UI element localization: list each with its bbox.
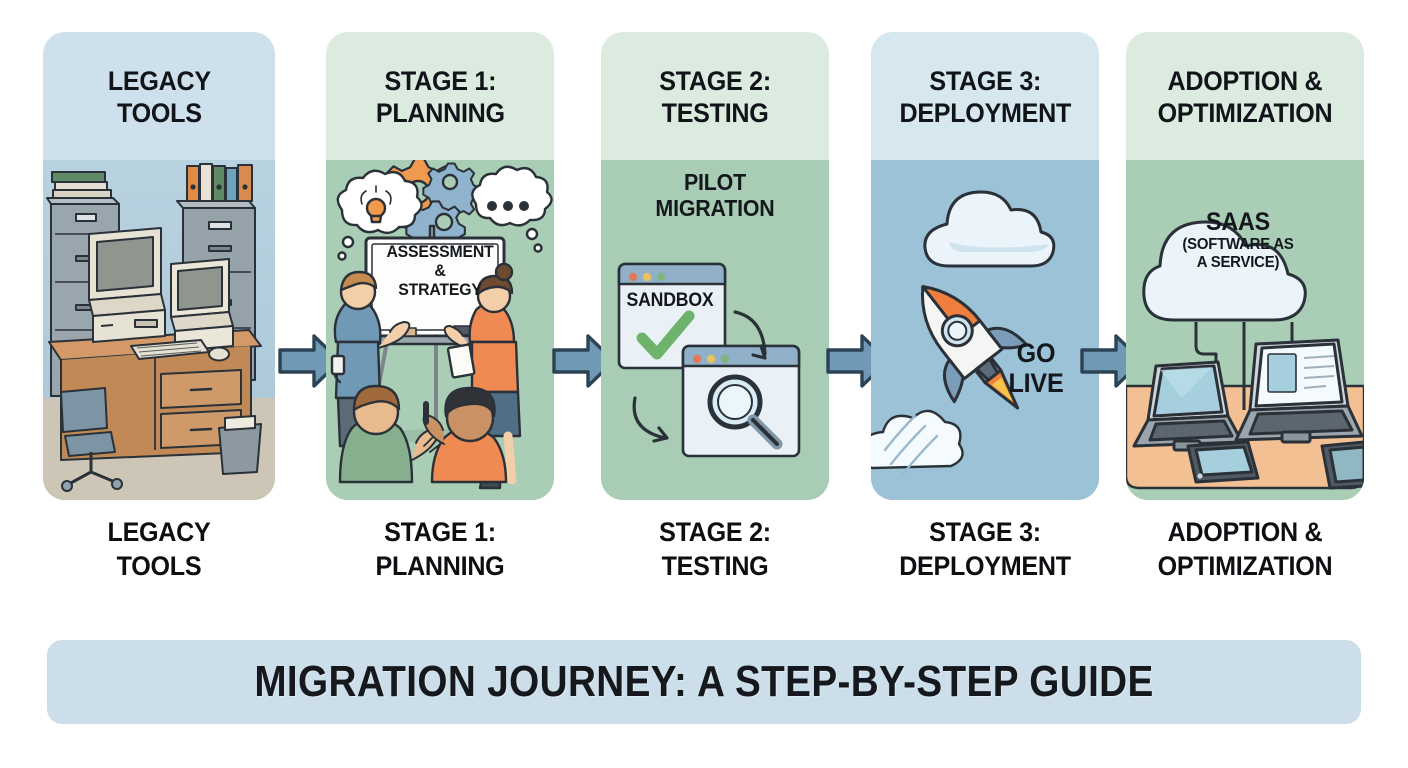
panel-header-line1: LEGACY: [107, 66, 211, 97]
pilot-migration-label: PILOT MIGRATION: [613, 169, 818, 222]
caption-line-1: STAGE 1:: [384, 517, 496, 547]
panel-illustration-stage-1: ASSESSMENT & STRATEGY: [326, 160, 554, 500]
panel-header-line2: OPTIMIZATION: [1157, 98, 1333, 128]
panel-header-line2: TESTING: [661, 98, 769, 128]
panel-header-line1: STAGE 2:: [659, 66, 771, 97]
caption-line-2: TESTING: [661, 550, 769, 581]
caption-line-1: STAGE 2:: [659, 517, 771, 547]
panel-header-stage-3: STAGE 3: DEPLOYMENT: [871, 32, 1099, 160]
go-live-line-2: LIVE: [1008, 368, 1064, 399]
saas-line-2: (SOFTWARE AS: [1182, 236, 1294, 253]
panel-header-line1: STAGE 3:: [929, 66, 1041, 97]
whiteboard-line-1: ASSESSMENT: [386, 242, 494, 261]
caption-stage-3: STAGE 3: DEPLOYMENT: [874, 516, 1095, 584]
caption-line-1: ADOPTION &: [1167, 517, 1323, 547]
team-whiteboard-planning-icon: [326, 160, 554, 500]
saas-line-1: SAAS: [1206, 208, 1270, 236]
caption-line-2: OPTIMIZATION: [1157, 550, 1333, 581]
panel-stage-1-planning[interactable]: STAGE 1: PLANNING: [326, 32, 554, 500]
panel-header-line2: PLANNING: [375, 98, 505, 128]
caption-stage-2: STAGE 2: TESTING: [609, 516, 821, 584]
panel-illustration-stage-3: GO LIVE: [871, 160, 1099, 500]
panel-illustration-legacy-tools: [43, 160, 275, 500]
go-live-label: GO LIVE: [994, 338, 1078, 398]
panel-illustration-stage-2: PILOT MIGRATION SANDBOX: [601, 160, 829, 500]
rocket-launch-icon: [871, 160, 1099, 500]
sandbox-testing-windows-icon: [601, 160, 829, 500]
saas-line-3: A SERVICE): [1196, 253, 1280, 271]
panel-header-line2: DEPLOYMENT: [899, 98, 1071, 128]
panel-header-stage-1: STAGE 1: PLANNING: [326, 32, 554, 160]
step-captions-row: LEGACY TOOLS STAGE 1: PLANNING STAGE 2: …: [0, 516, 1408, 612]
caption-line-2: DEPLOYMENT: [899, 550, 1071, 581]
caption-line-2: PLANNING: [375, 550, 505, 581]
saas-cloud-devices-icon: [1126, 160, 1364, 500]
process-steps-row: LEGACY TOOLS: [0, 32, 1408, 500]
whiteboard-line-2: &: [434, 261, 446, 281]
go-live-line-1: GO: [1016, 338, 1056, 368]
old-office-desk-icon: [43, 160, 275, 500]
caption-line-1: LEGACY: [107, 517, 211, 547]
panel-illustration-adoption: SAAS (SOFTWARE AS A SERVICE): [1126, 160, 1364, 500]
caption-adoption: ADOPTION & OPTIMIZATION: [1131, 516, 1360, 584]
pilot-line-1: PILOT: [683, 169, 747, 195]
panel-adoption-optimization[interactable]: ADOPTION & OPTIMIZATION: [1126, 32, 1364, 500]
whiteboard-text: ASSESSMENT & STRATEGY: [349, 242, 531, 299]
title-banner: MIGRATION JOURNEY: A STEP-BY-STEP GUIDE: [47, 640, 1361, 724]
caption-line-2: TOOLS: [116, 550, 202, 581]
panel-legacy-tools[interactable]: LEGACY TOOLS: [43, 32, 275, 500]
panel-header-line2: TOOLS: [116, 98, 202, 128]
pilot-line-2: MIGRATION: [655, 194, 775, 221]
panel-header-line1: STAGE 1:: [384, 66, 496, 97]
panel-stage-3-deployment[interactable]: STAGE 3: DEPLOYMENT: [871, 32, 1099, 500]
sandbox-window-label: SANDBOX: [626, 290, 714, 311]
panel-header-legacy-tools: LEGACY TOOLS: [43, 32, 275, 160]
panel-header-stage-2: STAGE 2: TESTING: [601, 32, 829, 160]
caption-legacy-tools: LEGACY TOOLS: [51, 516, 267, 584]
title-banner-text: MIGRATION JOURNEY: A STEP-BY-STEP GUIDE: [254, 657, 1154, 706]
caption-line-1: STAGE 3:: [929, 517, 1041, 547]
panel-header-adoption: ADOPTION & OPTIMIZATION: [1126, 32, 1364, 160]
panel-header-line1: ADOPTION &: [1167, 66, 1323, 97]
panel-stage-2-testing[interactable]: STAGE 2: TESTING: [601, 32, 829, 500]
whiteboard-line-3: STRATEGY: [398, 280, 482, 300]
saas-cloud-label: SAAS (SOFTWARE AS A SERVICE): [1156, 208, 1320, 272]
caption-stage-1: STAGE 1: PLANNING: [334, 516, 546, 584]
